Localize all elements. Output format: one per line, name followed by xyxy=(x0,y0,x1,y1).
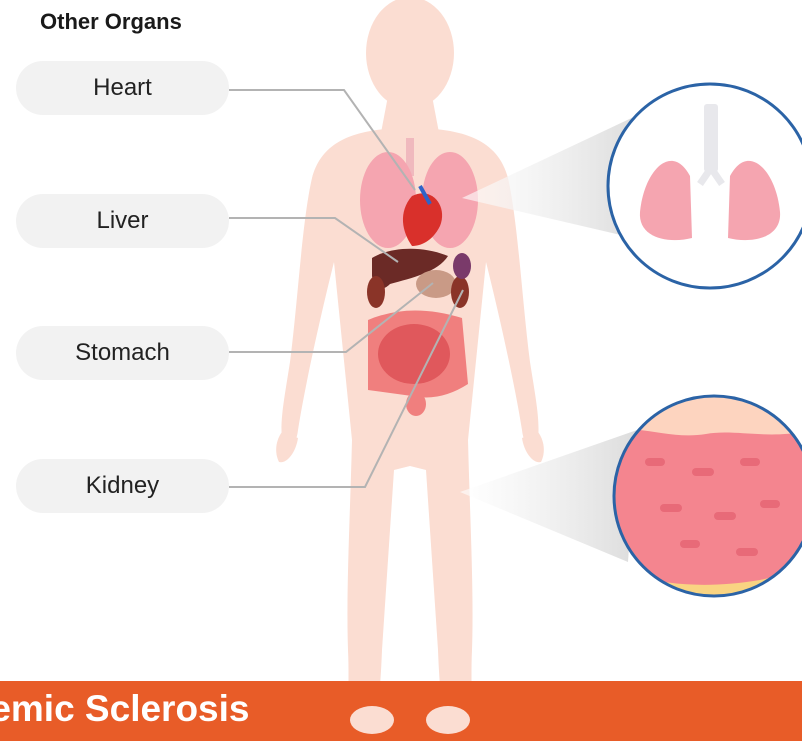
rectum xyxy=(406,392,426,416)
spleen-organ xyxy=(453,253,471,279)
kidney-left xyxy=(367,276,385,308)
trachea-detail xyxy=(704,104,718,172)
title-banner: temic Sclerosis xyxy=(0,681,802,741)
body-head xyxy=(366,0,454,109)
kidney-right xyxy=(451,276,469,308)
banner-title: temic Sclerosis xyxy=(0,688,249,730)
lung-detail-circle xyxy=(608,84,802,288)
stomach-organ xyxy=(416,270,456,298)
skin-callout-cone xyxy=(460,430,637,562)
small-intestine xyxy=(378,324,450,384)
skin-detail-circle xyxy=(600,396,802,610)
